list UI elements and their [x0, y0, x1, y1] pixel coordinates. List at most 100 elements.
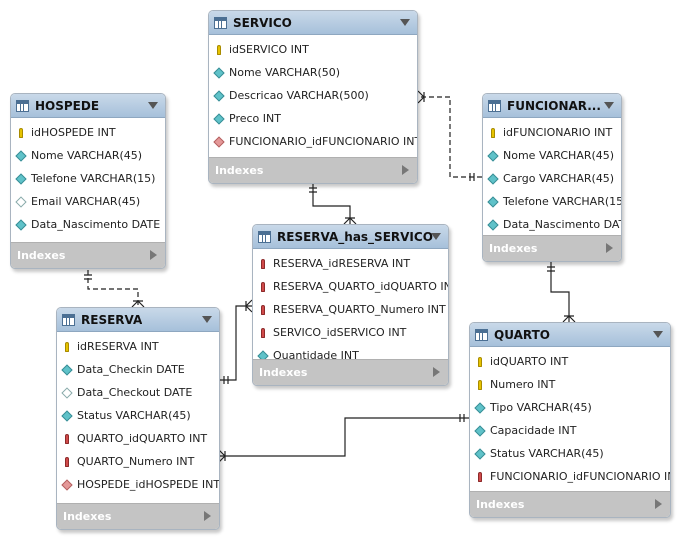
column-row[interactable]: FUNCIONARIO_idFUNCIONARIO INT	[209, 130, 417, 153]
expand-arrow-icon[interactable]	[433, 367, 440, 377]
column-icon	[487, 149, 499, 162]
column-row[interactable]: Telefone VARCHAR(15)	[483, 190, 621, 213]
column-icon	[213, 89, 225, 102]
dropdown-arrow-icon[interactable]	[653, 331, 663, 338]
column-row[interactable]: idRESERVA INT	[57, 335, 219, 358]
table-title: QUARTO	[494, 327, 550, 342]
column-row[interactable]: idHOSPEDE INT	[11, 121, 165, 144]
indexes-bar[interactable]: Indexes	[253, 359, 448, 385]
indexes-bar[interactable]: Indexes	[209, 157, 417, 183]
column-label: FUNCIONARIO_idFUNCIONARIO INT	[490, 470, 671, 483]
column-row[interactable]: Numero INT	[470, 373, 670, 396]
dropdown-arrow-icon[interactable]	[148, 102, 158, 109]
column-icon-slot	[59, 363, 75, 376]
column-row[interactable]: Email VARCHAR(45)	[11, 190, 165, 213]
column-row[interactable]: Tipo VARCHAR(45)	[470, 396, 670, 419]
column-row[interactable]: RESERVA_idRESERVA INT	[253, 252, 448, 275]
dropdown-arrow-icon[interactable]	[400, 19, 410, 26]
column-row[interactable]: QUARTO_idQUARTO INT	[57, 427, 219, 450]
column-row[interactable]: Nome VARCHAR(45)	[11, 144, 165, 167]
column-icon	[61, 363, 73, 376]
column-row[interactable]: Data_Checkout DATE	[57, 381, 219, 404]
column-row[interactable]: Quantidade INT	[253, 344, 448, 367]
column-row[interactable]: Nome VARCHAR(50)	[209, 61, 417, 84]
column-icon	[474, 401, 486, 414]
expand-arrow-icon[interactable]	[150, 250, 157, 260]
many-marker	[562, 315, 576, 323]
column-row[interactable]: Data_Checkin DATE	[57, 358, 219, 381]
expand-arrow-icon[interactable]	[606, 243, 613, 253]
dropdown-arrow-icon[interactable]	[604, 102, 614, 109]
column-icon-slot	[485, 149, 501, 162]
column-icon-slot	[13, 149, 29, 162]
column-row[interactable]: Status VARCHAR(45)	[57, 404, 219, 427]
table-icon	[16, 99, 29, 112]
table-title: RESERVA	[81, 312, 143, 327]
table-title: SERVICO	[233, 15, 292, 30]
column-label: Descricao VARCHAR(500)	[229, 89, 369, 102]
column-row[interactable]: RESERVA_QUARTO_Numero INT	[253, 298, 448, 321]
foreign-key-column-icon	[213, 135, 225, 148]
indexes-label: Indexes	[489, 242, 538, 255]
column-row[interactable]: Telefone VARCHAR(15)	[11, 167, 165, 190]
column-row[interactable]: idSERVICO INT	[209, 38, 417, 61]
column-row[interactable]: Data_Nascimento DATE	[11, 213, 165, 236]
relationship-servico-rhs	[312, 183, 351, 224]
relationship-quarto-reserva	[219, 417, 469, 457]
column-row[interactable]: Data_Nascimento DATE	[483, 213, 621, 236]
table-header[interactable]: HOSPEDE	[11, 94, 165, 118]
table-header[interactable]: RESERVA	[57, 308, 219, 332]
expand-arrow-icon[interactable]	[655, 499, 662, 509]
table-header[interactable]: RESERVA_has_SERVICO	[253, 225, 448, 249]
column-row[interactable]: Status VARCHAR(45)	[470, 442, 670, 465]
indexes-bar[interactable]: Indexes	[57, 503, 219, 529]
indexes-bar[interactable]: Indexes	[483, 235, 621, 261]
column-row[interactable]: Nome VARCHAR(45)	[483, 144, 621, 167]
column-icon	[487, 195, 499, 208]
indexes-bar[interactable]: Indexes	[470, 491, 670, 517]
column-row[interactable]: QUARTO_Numero INT	[57, 450, 219, 473]
table-header[interactable]: SERVICO	[209, 11, 417, 35]
column-row[interactable]: RESERVA_QUARTO_idQUARTO INT	[253, 275, 448, 298]
nullable-column-icon	[15, 195, 27, 208]
column-icon	[15, 172, 27, 185]
relationship-reserva-rhs	[219, 305, 252, 381]
nullable-column-icon	[61, 386, 73, 399]
column-icon-slot	[59, 456, 75, 467]
column-row[interactable]: Descricao VARCHAR(500)	[209, 84, 417, 107]
indexes-bar[interactable]: Indexes	[11, 242, 165, 268]
column-label: Preco INT	[229, 112, 281, 125]
expand-arrow-icon[interactable]	[402, 165, 409, 175]
table-header[interactable]: QUARTO	[470, 323, 670, 347]
column-row[interactable]: SERVICO_idSERVICO INT	[253, 321, 448, 344]
indexes-label: Indexes	[63, 510, 112, 523]
column-icon	[213, 112, 225, 125]
relationship-funcionario-servico	[418, 96, 482, 178]
column-label: HOSPEDE_idHOSPEDE INT	[77, 478, 220, 491]
table-header[interactable]: FUNCIONAR...	[483, 94, 621, 118]
dropdown-arrow-icon[interactable]	[202, 316, 212, 323]
column-icon-slot	[211, 135, 227, 148]
column-row[interactable]: Capacidade INT	[470, 419, 670, 442]
column-row[interactable]: Cargo VARCHAR(45)	[483, 167, 621, 190]
column-row[interactable]: Preco INT	[209, 107, 417, 130]
column-icon	[213, 66, 225, 79]
dropdown-arrow-icon[interactable]	[431, 233, 441, 240]
table-icon	[62, 313, 75, 326]
column-label: SERVICO_idSERVICO INT	[273, 326, 407, 339]
column-row[interactable]: FUNCIONARIO_idFUNCIONARIO INT	[470, 465, 670, 488]
table-reserva-has-servico[interactable]: RESERVA_has_SERVICO RESERVA_idRESERVA IN…	[252, 224, 449, 386]
column-row[interactable]: idQUARTO INT	[470, 350, 670, 373]
column-row[interactable]: HOSPEDE_idHOSPEDE INT	[57, 473, 219, 496]
column-icon-slot	[472, 379, 488, 390]
expand-arrow-icon[interactable]	[204, 511, 211, 521]
table-title: FUNCIONAR...	[507, 98, 601, 113]
column-icon	[15, 218, 27, 231]
column-row[interactable]: idFUNCIONARIO INT	[483, 121, 621, 144]
